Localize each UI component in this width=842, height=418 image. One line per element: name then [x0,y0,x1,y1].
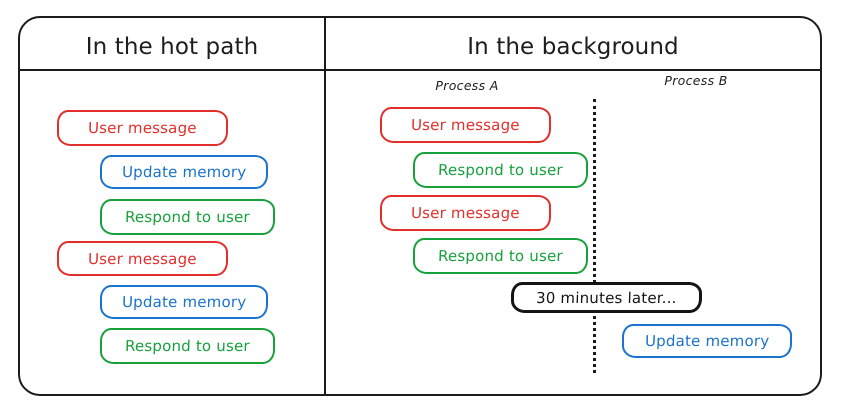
right-step-user-message-2: User message [380,195,551,231]
left-step-user-message-1: User message [57,110,228,146]
right-step-update-memory-1: Update memory [622,324,792,358]
left-step-respond-to-user-2: Respond to user [100,328,275,364]
left-step-label: Respond to user [124,208,251,226]
left-step-user-message-2: User message [57,241,228,276]
right-step-respond-to-user-2: Respond to user [413,238,588,274]
process-separator-dotted-line [593,99,596,373]
right-step-label: Respond to user [437,161,564,179]
header-divider-line [19,69,821,71]
process-a-label: Process A [435,78,499,93]
left-step-update-memory-1: Update memory [100,155,268,189]
left-step-label: Update memory [121,163,247,181]
left-panel-title: In the hot path [85,34,259,60]
left-step-label: User message [87,119,198,137]
right-step-label: Respond to user [437,247,564,265]
right-panel-title: In the background [467,34,679,60]
diagram-outer-frame [18,16,822,396]
right-step-label: Update memory [644,332,770,350]
right-step-label: User message [410,204,521,222]
left-step-label: Respond to user [124,337,251,355]
process-b-label: Process B [664,73,728,88]
time-gap-callout: 30 minutes later... [511,282,702,313]
left-step-respond-to-user-1: Respond to user [100,199,275,235]
panel-vertical-divider [324,17,326,395]
left-step-label: User message [87,249,198,268]
left-step-label: Update memory [121,293,247,311]
right-step-user-message-1: User message [380,107,551,143]
time-gap-label: 30 minutes later... [535,288,678,307]
left-step-update-memory-2: Update memory [100,285,268,319]
right-step-respond-to-user-1: Respond to user [413,152,588,188]
right-step-label: User message [410,116,521,134]
